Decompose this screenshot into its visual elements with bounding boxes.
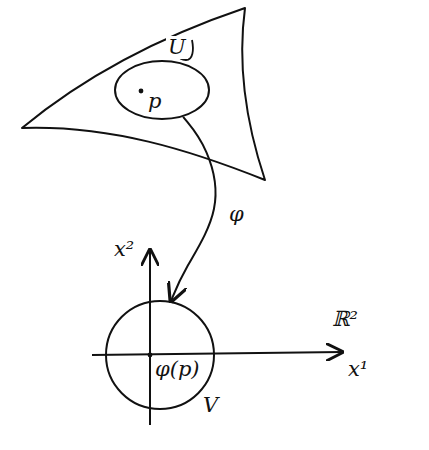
x1-axis [92, 352, 342, 355]
image-disc: Vφ(p) [105, 300, 215, 410]
set-name: V [201, 394, 220, 417]
point-p [139, 89, 144, 94]
map-arrow [171, 117, 215, 301]
point-phi-p [148, 353, 153, 358]
x2-axis [149, 250, 151, 425]
point-name: p [146, 90, 163, 113]
point-image: φ(p) [153, 358, 202, 381]
map-name: φ [227, 203, 246, 226]
set-name: U [166, 36, 188, 59]
open-set-region: Up [114, 60, 210, 120]
circle-outline [105, 300, 215, 410]
space-name: ℝ² [330, 308, 360, 331]
manifold-surface [22, 8, 265, 180]
axis-name: x² [112, 238, 136, 261]
axis-name: x¹ [346, 358, 370, 381]
